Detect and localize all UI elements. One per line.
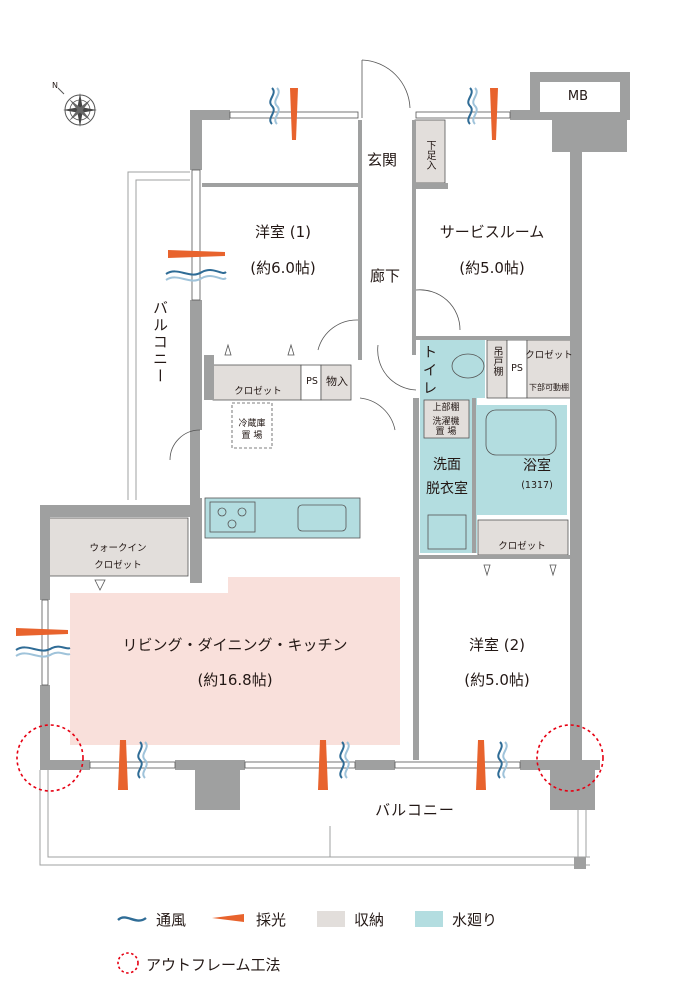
closet-western1-label: クロゼット	[234, 386, 282, 397]
doors	[169, 59, 461, 461]
daylight-marks	[16, 88, 498, 790]
room-western2-name: 洋室 (2)	[468, 636, 526, 654]
legend-daylight-text: 採光	[256, 911, 287, 929]
legend-ventilation-text: 通風	[156, 911, 187, 929]
ps-right-label: PS	[511, 363, 523, 374]
room-western1-name: 洋室 (1)	[254, 223, 312, 241]
closet-service-label: クロゼット	[525, 350, 573, 361]
balcony-side-label: バルコニー	[151, 300, 169, 385]
shoe-storage-label: 下足入	[424, 140, 435, 170]
room-ldk-size: (約16.8帖)	[197, 671, 273, 689]
fridge-label: 冷蔵庫 置 場	[238, 419, 266, 441]
bath-fixtures	[427, 353, 557, 550]
legend-storage-text: 収納	[354, 911, 385, 929]
room-toilet-label: トイレ	[423, 344, 437, 398]
storage-areas	[47, 119, 573, 577]
room-hallway: 廊下	[369, 267, 401, 285]
mb-box	[540, 82, 620, 112]
closet-western2-label: クロゼット	[498, 541, 546, 552]
storage-label: 物入	[326, 375, 348, 388]
room-bath-size: (1317)	[521, 480, 553, 491]
legend-outframe-text: アウトフレーム工法	[146, 956, 281, 974]
legend-ventilation-icon	[117, 916, 147, 922]
legend-storage-icon	[317, 911, 345, 927]
outframe-marks	[16, 724, 604, 792]
balcony-bottom-outline	[39, 770, 590, 866]
legend-water-icon	[415, 911, 443, 927]
room-service-name: サービスルーム	[439, 223, 545, 241]
room-service-size: (約5.0帖)	[459, 259, 525, 277]
ldk-floor	[70, 577, 400, 745]
legend-outframe-icon	[117, 952, 139, 974]
legend-daylight-icon	[212, 914, 244, 922]
balcony-bottom-label: バルコニー	[375, 801, 455, 819]
lower-movable-shelf-label: 下部可動棚	[529, 383, 569, 392]
walls	[40, 72, 630, 810]
room-bath: 浴室	[523, 458, 551, 474]
kitchen-counter	[204, 497, 361, 539]
room-entrance: 玄関	[366, 151, 398, 169]
upper-shelf-label: 上部棚	[432, 403, 460, 413]
balcony-side-outline	[127, 171, 190, 500]
room-washroom: 洗面 脱衣室	[426, 457, 468, 497]
compass-icon	[63, 93, 97, 127]
room-western2-size: (約5.0帖)	[464, 671, 530, 689]
room-ldk-name: リビング・ダイニング・キッチン	[122, 636, 348, 654]
closet-markers	[94, 343, 557, 591]
balcony-post	[574, 857, 586, 869]
washer-label: 洗濯機 置 場	[432, 417, 460, 437]
room-toilet-text: トイレ	[423, 345, 437, 397]
room-mb: MB	[567, 89, 589, 104]
walk-in-closet-label: ウォークイン クロゼット	[89, 543, 147, 571]
legend-graphics	[117, 911, 443, 974]
room-western1-size: (約6.0帖)	[250, 259, 316, 277]
legend-water-text: 水廻り	[452, 911, 498, 929]
ps-left-label: PS	[306, 376, 318, 387]
hanging-shelf-label: 吊戸棚	[491, 346, 502, 376]
compass-north-label: N	[52, 81, 58, 90]
ventilation-marks	[15, 87, 508, 779]
